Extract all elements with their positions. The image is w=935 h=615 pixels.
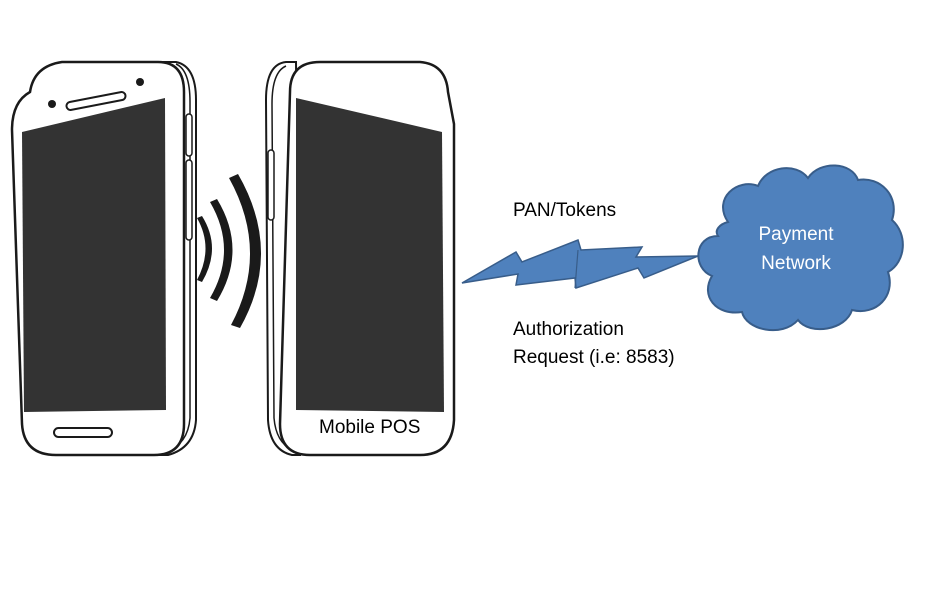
- volume-button-icon: [185, 113, 193, 157]
- sensor-icon: [136, 78, 144, 86]
- authorization-label-line1: Authorization: [513, 319, 624, 340]
- payment-network-label-line1: Payment: [758, 224, 834, 245]
- authorization-label-line2: Request (i.e: 8583): [513, 347, 675, 368]
- mobile-pos-phone: [264, 60, 456, 457]
- power-button-icon: [185, 159, 193, 241]
- customer-phone-screen: [22, 98, 166, 412]
- home-button-icon: [53, 427, 113, 438]
- payment-network-label: Payment Network: [720, 220, 872, 278]
- customer-phone: [10, 60, 197, 457]
- contactless-waves-icon: [197, 174, 262, 328]
- camera-icon: [48, 100, 56, 108]
- mobile-pos-label: Mobile POS: [319, 417, 421, 438]
- pos-side-button-icon: [267, 149, 275, 221]
- payment-network-cloud: [697, 164, 904, 331]
- pan-tokens-label: PAN/Tokens: [513, 200, 617, 221]
- lightning-link-icon: [461, 239, 699, 289]
- pos-phone-screen: [296, 98, 444, 412]
- speaker-grille-icon: [65, 91, 127, 111]
- payment-network-label-line2: Network: [761, 253, 831, 274]
